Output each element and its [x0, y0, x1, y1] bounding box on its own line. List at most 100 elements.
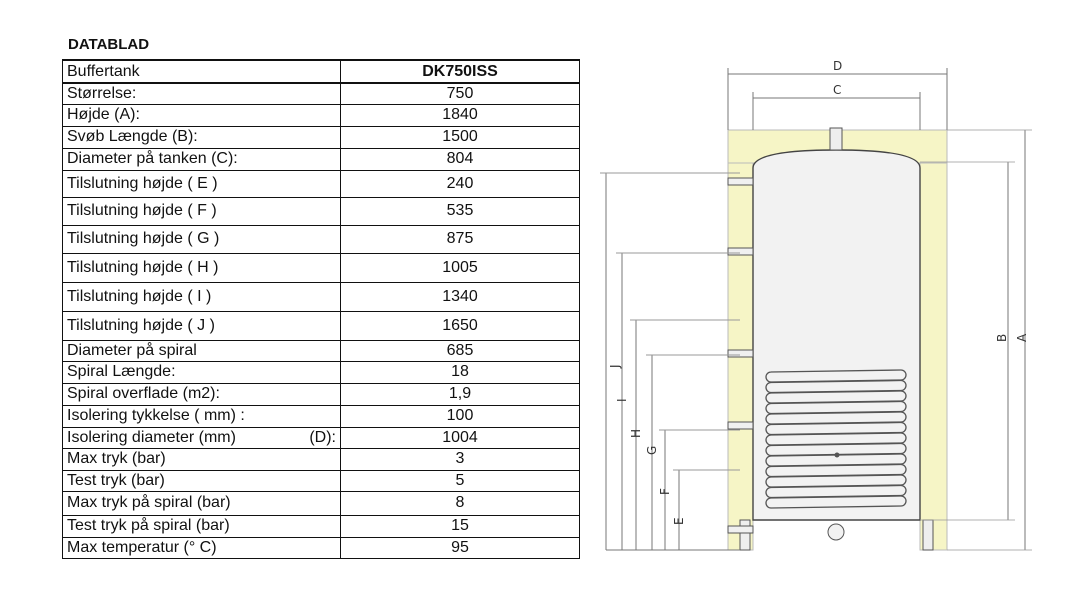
side-connection [727, 177, 754, 186]
row-value: 95 [340, 536, 580, 559]
table-row: Størrelse: 750 [62, 82, 580, 105]
table-row: Tilslutning højde ( I ) 1340 [62, 281, 580, 312]
row-value: 875 [340, 224, 580, 254]
row-label: Tilslutning højde ( G ) [62, 224, 341, 254]
dim-d-label: D [833, 59, 842, 73]
row-label: Test tryk på spiral (bar) [62, 514, 341, 538]
insulation-right [919, 129, 948, 551]
row-label-text: Isolering diameter (mm) [67, 428, 236, 446]
row-value: 3 [340, 447, 580, 471]
coil-sensor [834, 452, 840, 458]
row-value: 750 [340, 82, 580, 105]
dim-f-label: F [658, 488, 672, 495]
table-row: Max temperatur (° C) 95 [62, 536, 580, 559]
row-label-text: Diameter på spiral [67, 341, 197, 359]
side-connection [727, 421, 754, 430]
row-label-text: Tilslutning højde ( E ) [67, 174, 218, 192]
table-header-row: Buffertank DK750ISS [62, 59, 580, 84]
row-value: 100 [340, 404, 580, 428]
row-label-extra: (D): [309, 428, 336, 446]
row-label-text: Tilslutning højde ( G ) [67, 230, 220, 247]
side-connection [727, 525, 754, 534]
row-label: Størrelse: [62, 82, 341, 105]
dim-i-label: I [615, 398, 629, 402]
tank-leg-left [739, 519, 751, 551]
dim-a-label: A [1015, 333, 1029, 342]
row-label: Test tryk (bar) [62, 469, 341, 492]
row-label-text: Spiral overflade (m2): [67, 385, 220, 402]
row-label-text: Test tryk på spiral (bar) [67, 517, 230, 534]
row-label-text: Svøb Længde (B): [67, 128, 198, 145]
header-value: DK750ISS [340, 59, 580, 84]
row-label: Isolering diameter (mm) (D): [62, 426, 341, 449]
header-label: Buffertank [62, 59, 341, 84]
row-label: Max tryk på spiral (bar) [62, 490, 341, 516]
row-label: Max tryk (bar) [62, 447, 341, 471]
row-value: 1340 [340, 281, 580, 312]
row-label: Tilslutning højde ( H ) [62, 252, 341, 283]
table-row: Diameter på spiral 685 [62, 339, 580, 362]
dim-c-label: C [833, 83, 841, 97]
tank-body [752, 149, 921, 521]
table-row: Diameter på tanken (C): 804 [62, 147, 580, 171]
side-connection [727, 247, 754, 256]
row-value: 685 [340, 339, 580, 362]
spiral-coil [765, 369, 907, 509]
dim-j-label: J [608, 364, 622, 369]
row-label-text: Max temperatur (° C) [67, 538, 217, 556]
row-value: 8 [340, 490, 580, 516]
row-label-text: Diameter på tanken (C): [67, 150, 238, 167]
row-label: Højde (A): [62, 103, 341, 127]
row-value: 1650 [340, 310, 580, 341]
table-row: Tilslutning højde ( E ) 240 [62, 169, 580, 198]
table-row: Spiral Længde: 18 [62, 360, 580, 384]
row-value: 15 [340, 514, 580, 538]
dim-g-label: G [645, 446, 659, 455]
row-label-text: Isolering tykkelse ( mm) : [67, 407, 245, 424]
row-label: Tilslutning højde ( F ) [62, 196, 341, 226]
table-row: Max tryk på spiral (bar) 8 [62, 490, 580, 516]
dim-e-label: E [672, 517, 686, 525]
row-label-text: Tilslutning højde ( J ) [67, 316, 215, 334]
row-label: Diameter på tanken (C): [62, 147, 341, 171]
bottom-port [827, 523, 845, 541]
row-label-text: Test tryk (bar) [67, 471, 165, 489]
table-row: Max tryk (bar) 3 [62, 447, 580, 471]
row-label-text: Spiral Længde: [67, 363, 176, 380]
row-label-text: Tilslutning højde ( H ) [67, 258, 219, 276]
page-title: DATABLAD [68, 36, 150, 53]
row-label-text: Max tryk på spiral (bar) [67, 494, 231, 511]
row-value: 1004 [340, 426, 580, 449]
table-row: Isolering diameter (mm) (D):1004 [62, 426, 580, 449]
row-value: 240 [340, 169, 580, 198]
insulation-left [727, 129, 754, 551]
row-value: 535 [340, 196, 580, 226]
coil-loop [765, 495, 907, 509]
top-connection [829, 127, 843, 151]
dim-b-label: B [995, 334, 1009, 342]
tank-drawing: D C A B J I H G F E [600, 59, 1032, 551]
row-label: Svøb Længde (B): [62, 125, 341, 149]
row-label-text: Max tryk (bar) [67, 450, 166, 467]
row-value: 1840 [340, 103, 580, 127]
row-value: 1005 [340, 252, 580, 283]
row-value: 5 [340, 469, 580, 492]
table-row: Højde (A):1840 [62, 103, 580, 127]
table-row: Test tryk (bar) 5 [62, 469, 580, 492]
row-label: Tilslutning højde ( I ) [62, 281, 341, 312]
table-row: Tilslutning højde ( J ) 1650 [62, 310, 580, 341]
row-label: Max temperatur (° C) [62, 536, 341, 559]
row-label-text: Tilslutning højde ( I ) [67, 287, 212, 305]
row-label-text: Tilslutning højde ( F ) [67, 202, 217, 219]
row-label: Tilslutning højde ( E ) [62, 169, 341, 198]
side-connection [727, 349, 754, 358]
row-value: 1,9 [340, 382, 580, 406]
table-row: Spiral overflade (m2): 1,9 [62, 382, 580, 406]
row-value: 18 [340, 360, 580, 384]
table-row: Tilslutning højde ( H ) 1005 [62, 252, 580, 283]
row-value: 804 [340, 147, 580, 171]
row-label-text: Størrelse: [67, 84, 137, 102]
row-label: Tilslutning højde ( J ) [62, 310, 341, 341]
dim-h-label: H [629, 429, 643, 438]
